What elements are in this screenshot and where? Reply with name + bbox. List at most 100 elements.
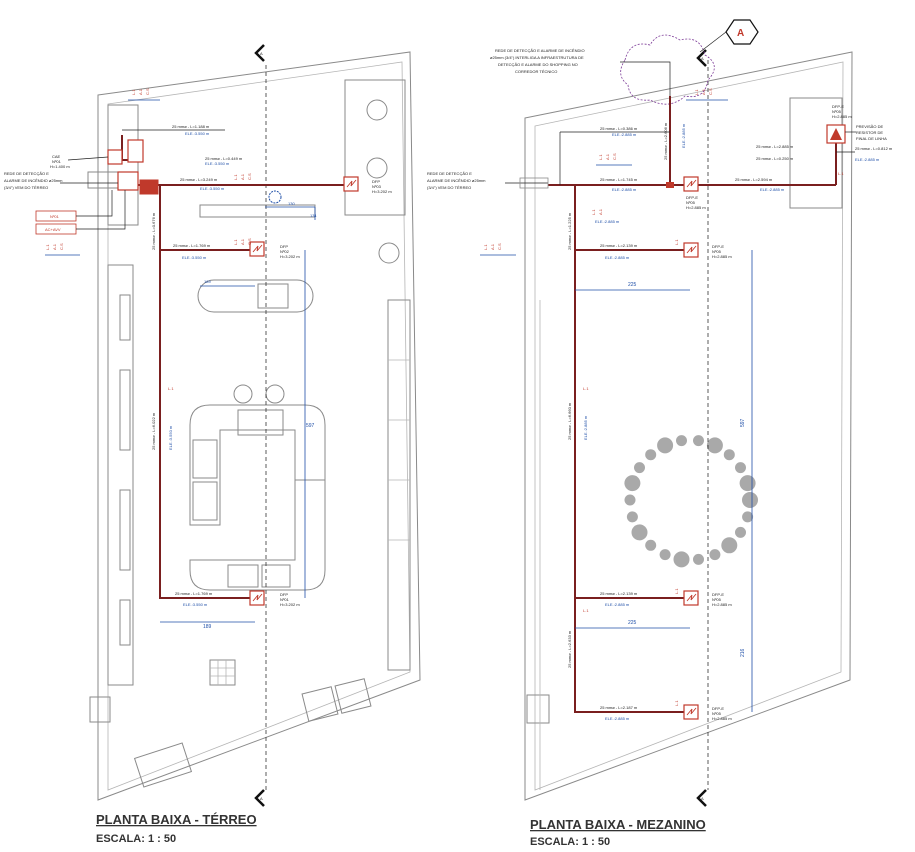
terreo-wire-vertical [159, 185, 255, 599]
svg-text:H=2.885 m: H=2.885 m [832, 114, 852, 119]
terreo-dim-597-label: 597 [306, 423, 315, 429]
terreo-dfp1-tag: DFP [280, 592, 288, 597]
mez-ele-1: ELE.:2.885 m [612, 132, 637, 137]
mez-cable-10: 25 mmø - L=6.660 m [567, 402, 572, 440]
mezanino-dim-597-label: 597 [740, 418, 746, 427]
mez-ele-5: ELE.:2.885 m [855, 157, 880, 162]
mez-incoming-note-2: ALARME DE INCÊNDIO ø25mm [427, 178, 486, 183]
siren-device [117, 171, 139, 191]
terreo-plant-2 [366, 157, 388, 179]
panel-tag-1: Nº01 [50, 214, 60, 219]
chair [723, 449, 735, 461]
chair [742, 492, 758, 508]
terreo-cable-label-4: 25 mmø - L=1.769 m [173, 243, 211, 248]
terreo-circuit-group-4: L.1 A.1 C.S [233, 173, 252, 180]
svg-text:L.1: L.1 [233, 239, 238, 245]
mez-circuit-group-1: L.1 A.1 C.S [686, 88, 728, 101]
terreo-dfp3-num: Nº03 [372, 184, 382, 189]
cae-device [107, 149, 123, 165]
terreo-right-seating [387, 299, 411, 671]
mez-circuit-group-2: L.1 A.1 C.S [596, 153, 632, 166]
chair [706, 437, 723, 454]
terreo-ele-1: ELE.:3.550 m [185, 131, 210, 136]
mez-circuit-group-5: L.1 L.1 L.1 [674, 239, 679, 706]
terreo-dfp1-h: H=3.202 m [280, 602, 300, 607]
terreo-dfp3-h: H=3.202 m [372, 189, 392, 194]
chair [693, 553, 704, 565]
mezanino-dim-225a-label: 225 [628, 282, 637, 288]
mezanino-column [526, 694, 550, 724]
mez-ele-4: ELE.:2.885 m [760, 187, 785, 192]
svg-text:Nº05: Nº05 [712, 597, 722, 602]
svg-text:DFP-E: DFP-E [712, 592, 724, 597]
svg-text:DFP-E: DFP-E [712, 706, 724, 711]
mez-cable-13: 25 mmø - L=2.187 m [600, 705, 638, 710]
panel-tag-2: AC+AVV [45, 227, 61, 232]
mez-network-note-4: CORREDOR TÉCNICO [515, 69, 557, 74]
svg-text:A.1: A.1 [240, 173, 245, 180]
chair [631, 524, 648, 541]
svg-text:C.S: C.S [497, 243, 502, 250]
svg-text:A.1: A.1 [490, 243, 495, 250]
mez-side-label-1: L.1 [583, 386, 589, 391]
terreo-junction [268, 190, 282, 204]
mez-cable-1: 25 mmø - L=0.386 m [600, 126, 638, 131]
terreo-oval-table [197, 279, 314, 313]
chair [626, 511, 638, 523]
terreo-dfp2-num: Nº02 [280, 249, 290, 254]
terreo-dfp3-tag: DFP [372, 179, 380, 184]
mezanino-scale: ESCALA: 1 : 50 [530, 836, 610, 848]
svg-text:H=2.885 m: H=2.885 m [712, 716, 732, 721]
terreo-kitchen-block [344, 79, 406, 216]
mez-cable-5: 25 mmø - L=0.250 m [756, 156, 794, 161]
chair [739, 475, 756, 492]
mez-ele-10: ELE.:2.885 m [605, 716, 630, 721]
svg-text:A.1: A.1 [138, 88, 143, 95]
mez-dfp-tag-3: DFP-E Nº05 H=2.885 m [712, 592, 732, 607]
mez-ele-9: ELE.:2.885 m [605, 602, 630, 607]
terreo-section-label-bottom: A [260, 796, 263, 801]
mezanino-section-label-bottom: A [701, 796, 704, 801]
chair [645, 449, 657, 461]
mezanino-section-mark-bottom [696, 789, 707, 807]
terreo-cable-label-5: 25 mmø - L=6.022 m [151, 412, 156, 450]
svg-text:Nº05: Nº05 [712, 711, 722, 716]
terreo-network-note-2: ALARME DE INCÊNDIO ø25mm [4, 178, 63, 183]
plan-mezanino: A A A 225 225 597 216 [427, 19, 893, 848]
svg-text:A.1: A.1 [52, 243, 57, 250]
svg-text:A.1: A.1 [598, 208, 603, 215]
terreo-title: PLANTA BAIXA - TÉRREO [96, 812, 257, 827]
terreo-cable-label-2: 25 mmø - L=0.449 m [205, 156, 243, 161]
terreo-floor-grate [209, 659, 236, 686]
chair [645, 539, 657, 551]
terreo-dfp2-h: H=3.202 m [280, 254, 300, 259]
mez-ele-3: ELE.:2.885 m [612, 187, 637, 192]
terreo-column-left [107, 104, 139, 226]
terreo-circuit-group-3: L.1 A.1 C.S [233, 238, 252, 245]
cae-tag: CAE [52, 154, 61, 159]
svg-text:DFP-E: DFP-E [712, 244, 724, 249]
mez-dfp-tag-eol: DFP-E Nº05 H=2.885 m [832, 104, 852, 119]
callout-label: A [737, 28, 744, 39]
terreo-network-note-1: REDE DE DETECÇÃO E [4, 171, 49, 176]
plan-terreo: A A 189 189 597 130 131 25 mmø - L=1.188… [4, 44, 421, 845]
chair [721, 537, 738, 554]
terreo-section-label-top: A [260, 51, 263, 56]
eol-note-2: RESISTOR DE [856, 130, 883, 135]
mez-cable-8: 25 mmø - L=1.225 m [567, 212, 572, 250]
svg-text:L.1: L.1 [591, 209, 596, 215]
terreo-side-label: L.1 [168, 386, 174, 391]
mezanino-dim-216-label: 216 [740, 648, 746, 657]
mezanino-title: PLANTA BAIXA - MEZANINO [530, 817, 706, 832]
svg-text:A.1: A.1 [701, 88, 706, 95]
mez-cable-4: 25 mmø - L=2.594 m [735, 177, 773, 182]
terreo-cable-label-7: 25 mmø - L=0.676 m [151, 212, 156, 250]
revision-cloud [620, 34, 715, 105]
svg-text:Nº05: Nº05 [686, 200, 696, 205]
mez-network-note-2: ø25mm (3/4") INTERLIGA A INFRAESTRUTURA … [490, 55, 584, 60]
chair [657, 437, 674, 454]
chair [742, 511, 754, 523]
alarm-panel [127, 139, 144, 163]
svg-text:C.S: C.S [708, 88, 713, 95]
